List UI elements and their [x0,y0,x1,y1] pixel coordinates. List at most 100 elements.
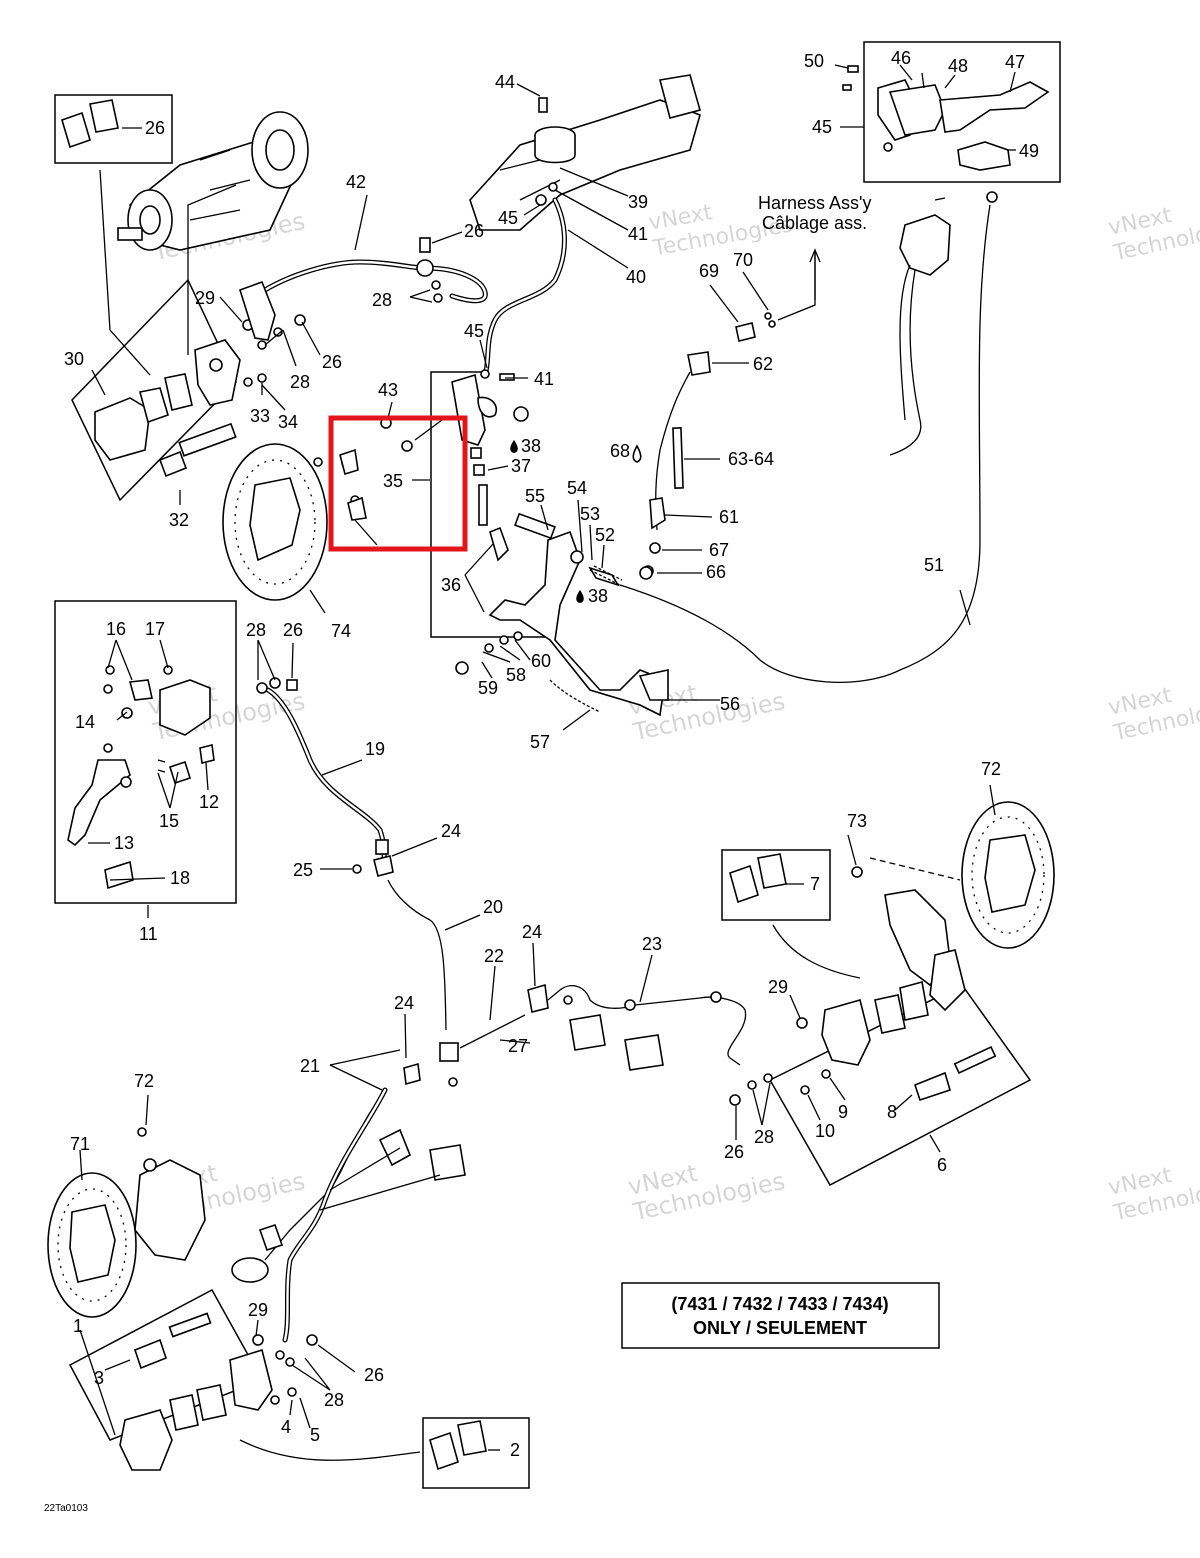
callout-70: 70 [733,250,753,270]
box-handlebar-lever-46 [863,41,1061,183]
front-master-cylinder-box-parts [67,665,215,890]
front-right-caliper [729,924,997,1106]
pads-31-icon [61,99,119,149]
front-suspension-arms [231,1014,664,1343]
callout-7: 7 [810,874,820,894]
callout-40: 40 [626,267,646,287]
front-left-knuckle-rotor [47,1127,206,1318]
callout-56: 55 [525,486,545,506]
callout-44: 44 [495,72,515,92]
callout-26: 26 [364,1365,384,1385]
callout-39: 39 [628,192,648,212]
callout-53: 52 [595,525,615,545]
callout-38: 38 [521,436,541,456]
callout-72: 73 [847,811,867,831]
callout-45: 45 [464,321,484,341]
callout-71: 72 [981,759,1001,779]
right-handlebar-housing [889,197,951,456]
brake-cable-52 [619,191,998,683]
callout-29: 29 [248,1300,268,1320]
callout-21: 21 [300,1056,320,1076]
callout-10: 10 [815,1121,835,1141]
pads-2-icon [429,1420,487,1471]
callout-61: 60 [531,651,551,671]
drawing-number: 22Ta0103 [44,1503,88,1514]
callout-20: 20 [483,897,503,917]
lubricant-drop-icons [510,440,584,603]
callout-9: 9 [838,1102,848,1122]
rear-frame-section [469,74,701,378]
callout-67: 67 [709,540,729,560]
callout-65: 63-64 [728,449,774,469]
callout-30: 30 [64,349,84,369]
callout-68: 68 [610,441,630,461]
callout-27: 27 [508,1036,528,1056]
callout-66: 66 [706,562,726,582]
brake-hose-42 [239,237,488,341]
callout-24: 24 [522,922,542,942]
rear-caliper-left [94,314,306,478]
callout-48: 47 [1005,52,1025,72]
rear-axle-housing [99,111,309,376]
brake-light-switch-harness [632,248,821,580]
box-pads-31 [54,94,173,164]
callout-57: 56 [720,694,740,714]
front-right-knuckle-rotor [851,801,1055,1012]
leader-lines [79,64,1016,1451]
callout-25: 25 [293,860,313,880]
highlight-box [328,415,468,552]
model-note-line2: ONLY / SEULEMENT [693,1318,867,1338]
callout-2: 2 [510,1440,520,1460]
callout-42: 42 [346,172,366,192]
callout-labels: 26 42 26 44 39 41 40 45 29 30 28 26 33 3… [44,48,1039,1514]
callout-59: 58 [506,665,526,685]
box-model-note [621,1282,940,1349]
callout-15: 15 [159,811,179,831]
callout-28: 28 [754,1127,774,1147]
callout-60: 59 [478,678,498,698]
front-brake-lines [256,677,747,1087]
handlebar-lever-group [842,65,1050,171]
callout-29: 29 [768,977,788,997]
callout-69: 69 [699,261,719,281]
callout-38: 38 [588,586,608,606]
callout-46: 45 [812,117,832,137]
pads-7-icon [729,853,787,904]
callout-26: 26 [283,620,303,640]
callout-6: 6 [937,1155,947,1175]
callout-1: 1 [73,1316,83,1336]
callout-47: 46 [891,48,911,68]
callout-45: 45 [498,208,518,228]
harness-label-line2: Câblage ass. [762,213,867,233]
callout-18: 18 [170,868,190,888]
rear-brake-rotor [222,443,363,601]
callout-3: 3 [94,1368,104,1388]
callout-50: 49 [1019,141,1039,161]
box-master-cylinder-11 [54,600,237,904]
callout-22: 22 [484,946,504,966]
box-pads-7 [721,849,831,921]
callout-32: 32 [169,510,189,530]
callout-24: 24 [394,993,414,1013]
callout-28: 28 [246,620,266,640]
harness-label-line1: Harness Ass'y [758,193,871,213]
callout-31: 26 [145,118,165,138]
callout-16: 16 [106,619,126,639]
callout-55: 54 [567,478,587,498]
callout-28: 28 [290,372,310,392]
front-left-caliper [119,1312,421,1471]
callout-26: 26 [322,352,342,372]
pedal-group-bracket [430,371,545,638]
callout-8: 8 [887,1102,897,1122]
box-pads-2 [422,1417,530,1489]
callout-72: 72 [134,1071,154,1091]
callout-4: 4 [281,1417,291,1437]
callout-52: 51 [924,555,944,575]
detail-boxes [54,41,1061,1489]
callout-28: 28 [372,290,392,310]
callout-73: 74 [331,621,351,641]
callout-12: 12 [199,792,219,812]
callout-62: 61 [719,507,739,527]
callout-35: 35 [383,471,403,491]
